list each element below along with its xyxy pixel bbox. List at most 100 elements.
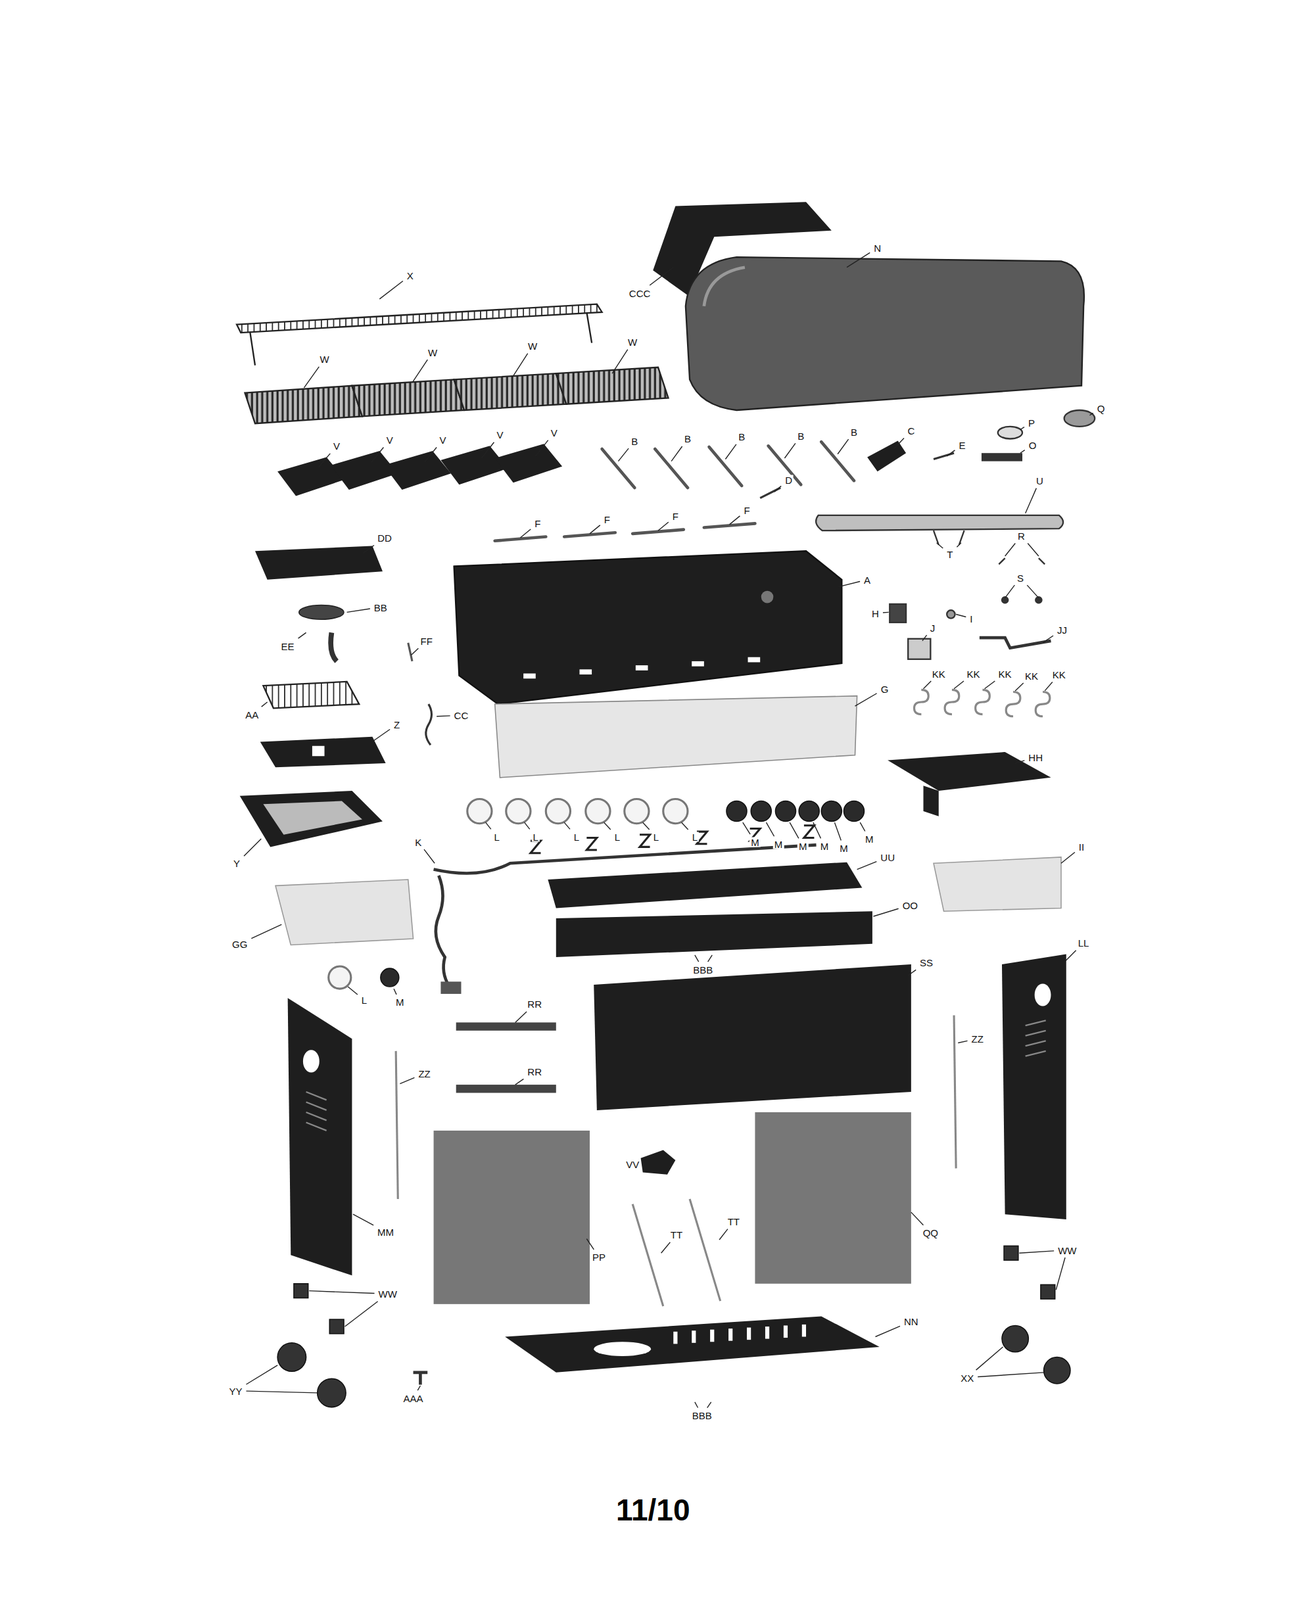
leader-line [1015, 760, 1025, 764]
callout-letter: AAA [402, 1393, 425, 1403]
cooking-grate [454, 373, 567, 411]
leader-line [855, 693, 878, 707]
leader-line [681, 822, 689, 830]
leader-line [399, 1077, 415, 1084]
callout-letter: V [438, 435, 448, 446]
callout-letter: ZZ [970, 1034, 985, 1045]
hardware [889, 604, 906, 623]
leader-line [936, 543, 944, 549]
bottom-shelf [504, 1316, 880, 1373]
caster [329, 1319, 344, 1334]
callout-letter: MM [376, 1226, 396, 1237]
leader-line [417, 1385, 421, 1391]
leader-line [1026, 585, 1039, 599]
panel-parts [556, 911, 873, 958]
callout-letter: AA [243, 709, 260, 720]
leader-line [1005, 585, 1016, 599]
callout-letter: M [394, 997, 406, 1008]
panel-parts [933, 857, 1062, 912]
callout-letter: B [796, 430, 806, 441]
hardware [1001, 596, 1008, 603]
manifold [435, 875, 450, 987]
callout-letter: W [318, 354, 331, 365]
leader-line [298, 632, 307, 639]
caster [1040, 1284, 1056, 1300]
callout-letter: Y [232, 858, 242, 869]
leader-line [946, 450, 955, 457]
leader-line [318, 453, 331, 468]
small-parts [998, 426, 1023, 440]
caption: 11/10 [613, 1495, 693, 1526]
leader-line [1061, 852, 1075, 864]
side-shelf [262, 801, 363, 835]
side-panel [303, 1049, 320, 1073]
callout-letter: KK [965, 668, 982, 679]
heat-tent [383, 451, 452, 490]
callout-letter: V [495, 429, 505, 440]
callout-letter: M [749, 836, 761, 847]
leader-line [708, 955, 713, 962]
caster [1044, 1357, 1071, 1384]
leader-line [658, 522, 669, 531]
panel-parts [456, 1084, 557, 1093]
callout-letter: JJ [1055, 624, 1069, 635]
warming-rack [236, 304, 603, 366]
leader-line [410, 648, 419, 655]
callout-letter: II [1077, 842, 1086, 853]
leader-line [694, 955, 699, 962]
flame-tamer [564, 532, 616, 537]
control-knob [821, 801, 842, 822]
firebox [454, 550, 843, 705]
door [632, 1204, 664, 1307]
callout-letter: YY [227, 1385, 244, 1396]
callout-letter: LL [1076, 938, 1091, 949]
callout-letter: G [879, 683, 891, 694]
burner [821, 441, 855, 481]
leader-line [1025, 488, 1037, 514]
callout-letter: NN [902, 1316, 920, 1327]
side-panel [306, 1112, 327, 1121]
callout-letter: RR [525, 999, 544, 1010]
side-panel [1034, 983, 1052, 1006]
leader-line [1020, 450, 1025, 454]
panel-parts [593, 964, 912, 1111]
bottom-shelf [710, 1330, 714, 1343]
manifold [586, 837, 597, 851]
leader-line [1027, 543, 1039, 557]
callout-letter: F [671, 511, 680, 522]
callout-letter: X [405, 270, 415, 281]
small-parts [760, 410, 1095, 498]
leader-line [515, 1011, 527, 1023]
leader-line [984, 681, 996, 690]
callout-letter: W [526, 341, 539, 352]
leader-line [424, 447, 438, 463]
leader-line [308, 1291, 375, 1294]
callout-letter: KK [1051, 669, 1068, 680]
leader-line [520, 529, 531, 538]
callout-letter: BBB [690, 1410, 714, 1421]
callout-letter: V [332, 441, 342, 452]
bezel-ring [328, 966, 352, 989]
leader-line [1089, 412, 1093, 415]
heat-tent [440, 445, 508, 485]
callout-letter: B [629, 435, 640, 446]
panel-parts [456, 1022, 557, 1031]
callout-letter: WW [1056, 1245, 1078, 1256]
control-knob [843, 801, 864, 822]
warming-rack [586, 312, 592, 344]
callout-letter: L [531, 831, 540, 842]
door [433, 1112, 912, 1307]
leader-line [976, 1347, 1004, 1371]
rod [395, 1051, 398, 1200]
side-burner [262, 681, 359, 709]
burner [602, 441, 855, 488]
leader-line [953, 681, 964, 690]
caster [317, 1378, 346, 1407]
leader-line [604, 822, 611, 830]
bezel-ring [545, 798, 571, 824]
hood-handle [815, 515, 1064, 531]
firebox [454, 550, 843, 705]
small-parts [933, 452, 954, 459]
